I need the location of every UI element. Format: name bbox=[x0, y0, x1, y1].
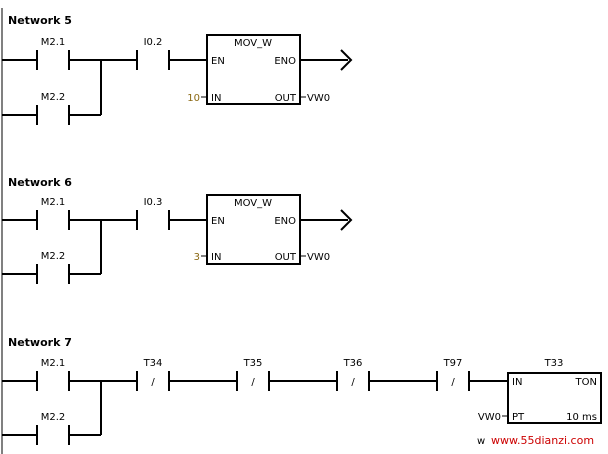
contact-i0-3[interactable]: I0.3 bbox=[136, 197, 170, 230]
nc-contact-t36[interactable]: T36 / bbox=[336, 358, 370, 391]
in-value: 3 bbox=[194, 252, 200, 263]
arrow-icon bbox=[340, 209, 353, 231]
nc-contact-t34[interactable]: T34 / bbox=[136, 358, 170, 391]
nc-contact-t97[interactable]: T97 / bbox=[436, 358, 470, 391]
ton-timer-block[interactable]: T33 IN TON PT 10 ms VW0 bbox=[478, 358, 602, 424]
network-5: Network 5 M2.1 M2.2 I0.2 MOV_W bbox=[2, 14, 353, 125]
contact-label: T34 bbox=[143, 358, 163, 369]
nc-slash: / bbox=[451, 377, 455, 388]
contact-label: M2.2 bbox=[41, 412, 66, 423]
network-title[interactable]: Network 7 bbox=[8, 336, 72, 349]
pin-en: EN bbox=[211, 56, 225, 67]
contact-m2-1[interactable]: M2.1 bbox=[36, 358, 70, 391]
pin-in: IN bbox=[211, 252, 221, 263]
contact-label: T97 bbox=[443, 358, 463, 369]
network-7: Network 7 M2.1 M2.2 T34 / T35 bbox=[2, 336, 602, 445]
contact-label: I0.2 bbox=[144, 37, 163, 48]
contact-label: I0.3 bbox=[144, 197, 163, 208]
contact-m2-2[interactable]: M2.2 bbox=[36, 92, 70, 125]
pin-eno: ENO bbox=[274, 56, 296, 67]
in-value: 10 bbox=[187, 93, 200, 104]
network-6: Network 6 M2.1 M2.2 I0.3 MOV_W EN ENO bbox=[2, 176, 353, 284]
contact-m2-1[interactable]: M2.1 bbox=[36, 37, 70, 70]
contact-label: T35 bbox=[243, 358, 263, 369]
rung-wires bbox=[2, 219, 348, 275]
mov-w-block[interactable]: MOV_W EN ENO IN OUT 3 VW0 bbox=[194, 194, 330, 265]
nc-slash: / bbox=[151, 377, 155, 388]
contact-label: M2.1 bbox=[41, 358, 66, 369]
pin-out: OUT bbox=[275, 93, 297, 104]
contact-label: T36 bbox=[343, 358, 363, 369]
pin-out: OUT bbox=[275, 252, 297, 263]
block-frame bbox=[206, 34, 301, 105]
rung-wires bbox=[2, 380, 508, 436]
block-name: MOV_W bbox=[234, 198, 272, 209]
arrow-icon bbox=[340, 49, 353, 71]
timer-type: TON bbox=[575, 377, 597, 388]
timer-name: T33 bbox=[544, 358, 564, 369]
contact-m2-2[interactable]: M2.2 bbox=[36, 251, 70, 284]
timer-resolution: 10 ms bbox=[566, 412, 597, 423]
watermark-site[interactable]: www.55dianzi.com bbox=[491, 434, 594, 447]
contact-m2-2[interactable]: M2.2 bbox=[36, 412, 70, 445]
contact-label: M2.1 bbox=[41, 197, 66, 208]
pin-en: EN bbox=[211, 216, 225, 227]
contact-i0-2[interactable]: I0.2 bbox=[136, 37, 170, 70]
network-title[interactable]: Network 5 bbox=[8, 14, 72, 27]
network-title[interactable]: Network 6 bbox=[8, 176, 72, 189]
mov-w-block[interactable]: MOV_W EN ENO IN OUT 10 VW0 bbox=[187, 34, 330, 105]
pt-value: VW0 bbox=[478, 412, 501, 423]
nc-slash: / bbox=[251, 377, 255, 388]
watermark-prefix: w bbox=[477, 436, 485, 447]
pin-pt: PT bbox=[512, 412, 525, 423]
block-frame bbox=[206, 194, 301, 265]
contact-label: M2.1 bbox=[41, 37, 66, 48]
block-frame bbox=[507, 372, 602, 424]
block-name: MOV_W bbox=[234, 38, 272, 49]
watermark: w www.55dianzi.com bbox=[477, 434, 594, 447]
nc-slash: / bbox=[351, 377, 355, 388]
out-value: VW0 bbox=[307, 252, 330, 263]
pin-eno: ENO bbox=[274, 216, 296, 227]
pin-in: IN bbox=[211, 93, 221, 104]
out-value: VW0 bbox=[307, 93, 330, 104]
contact-m2-1[interactable]: M2.1 bbox=[36, 197, 70, 230]
contact-label: M2.2 bbox=[41, 251, 66, 262]
contact-label: M2.2 bbox=[41, 92, 66, 103]
pin-in: IN bbox=[512, 377, 522, 388]
rung-wires bbox=[2, 59, 348, 116]
nc-contact-t35[interactable]: T35 / bbox=[236, 358, 270, 391]
